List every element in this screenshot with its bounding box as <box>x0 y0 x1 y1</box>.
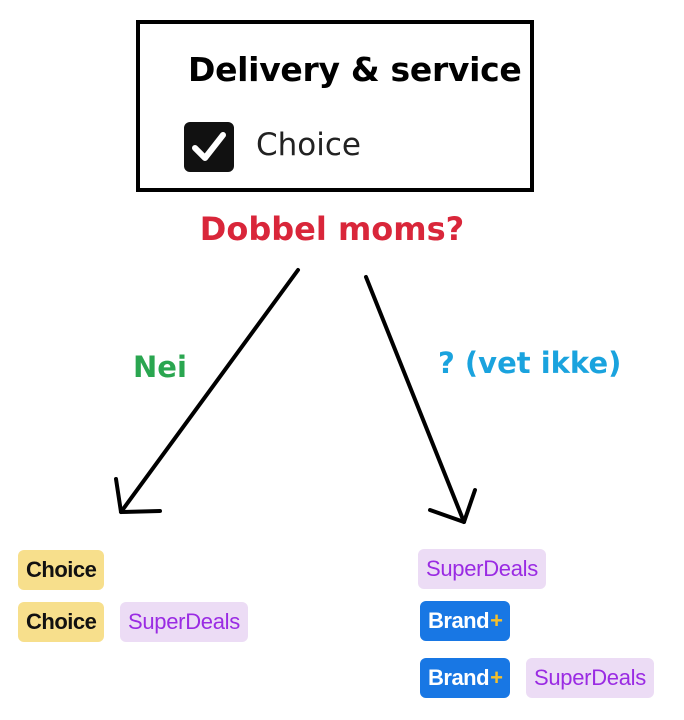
choice-badge: Choice <box>18 602 105 642</box>
choice-badge: Choice <box>18 550 105 590</box>
checkbox-checked-icon[interactable] <box>184 122 234 172</box>
brand-label: Brand <box>428 608 490 633</box>
choice-option-label: Choice <box>256 127 361 163</box>
brand-plus-badge: Brand+ <box>420 601 511 641</box>
arrow-down-left-icon <box>114 268 300 514</box>
brand-label: Brand <box>428 665 490 690</box>
question-text: Dobbel moms? <box>199 210 465 248</box>
checkmark-icon <box>192 132 226 161</box>
branch-label-no: Nei <box>133 350 187 384</box>
branch-label-unknown: ? (vet ikke) <box>438 346 622 380</box>
superdeals-badge: SuperDeals <box>418 549 546 589</box>
delivery-service-filter: Delivery & service Choice <box>136 20 534 192</box>
brand-plus-sign: + <box>490 608 503 633</box>
superdeals-badge: SuperDeals <box>526 658 654 698</box>
filter-heading: Delivery & service <box>188 50 522 89</box>
brand-plus-badge: Brand+ <box>420 658 511 698</box>
superdeals-badge: SuperDeals <box>120 602 248 642</box>
arrow-down-right-icon <box>364 275 477 524</box>
brand-plus-sign: + <box>490 665 503 690</box>
